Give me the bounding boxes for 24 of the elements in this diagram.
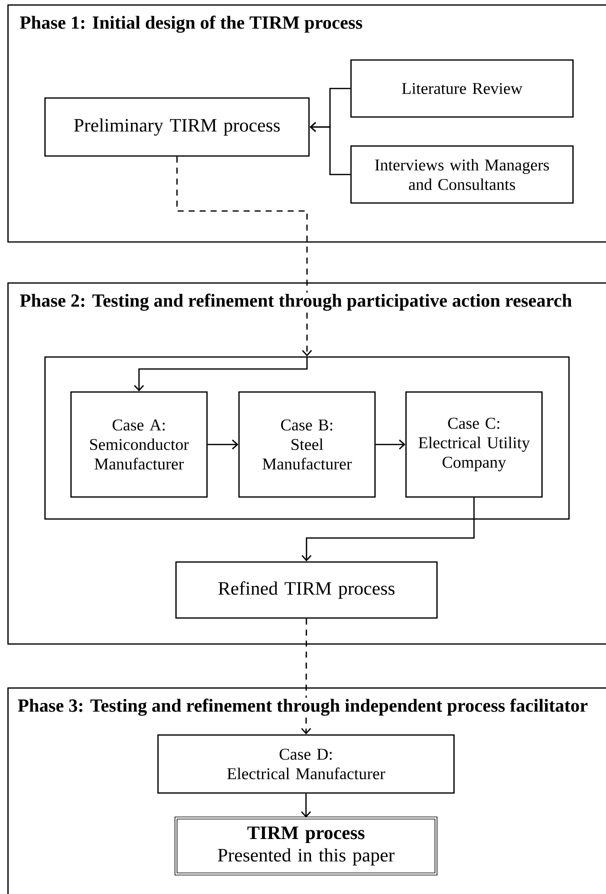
arrow: [376, 440, 406, 450]
process-box: Case C: Electrical Utility Company: [405, 391, 543, 498]
group-box: [44, 356, 570, 520]
process-box: Literature Review: [350, 59, 574, 118]
process-box: Interviews with Managers and Consultants: [350, 145, 574, 204]
arrow: [301, 794, 311, 818]
process-box: Refined TIRM process: [175, 561, 438, 619]
arrow: [134, 356, 308, 392]
phase-title: Phase 3: Testing and refinement through independent process facilitator: [16, 698, 589, 717]
phase-panel: [7, 687, 606, 894]
process-box: Case D: Electrical Manufacturer: [157, 734, 455, 794]
phase-title: Phase 2: Testing and refinement through participative action research: [18, 292, 574, 312]
result-box: TIRM process Presented in this paper: [174, 816, 438, 876]
arrow: [176, 156, 312, 356]
process-box: Case B: Steel Manufacturer: [238, 391, 376, 498]
process-box: Preliminary TIRM process: [44, 97, 310, 157]
process-box: Case A: Semiconductor Manufacturer: [70, 391, 208, 498]
phase-panel: [7, 4, 606, 243]
arrow: [208, 440, 238, 450]
phase-panel: [7, 282, 606, 645]
phase-title: Phase 1: Initial design of the TIRM process: [18, 14, 364, 34]
arrow: [301, 618, 312, 734]
arrow: [310, 122, 350, 176]
arrow: [302, 498, 475, 562]
